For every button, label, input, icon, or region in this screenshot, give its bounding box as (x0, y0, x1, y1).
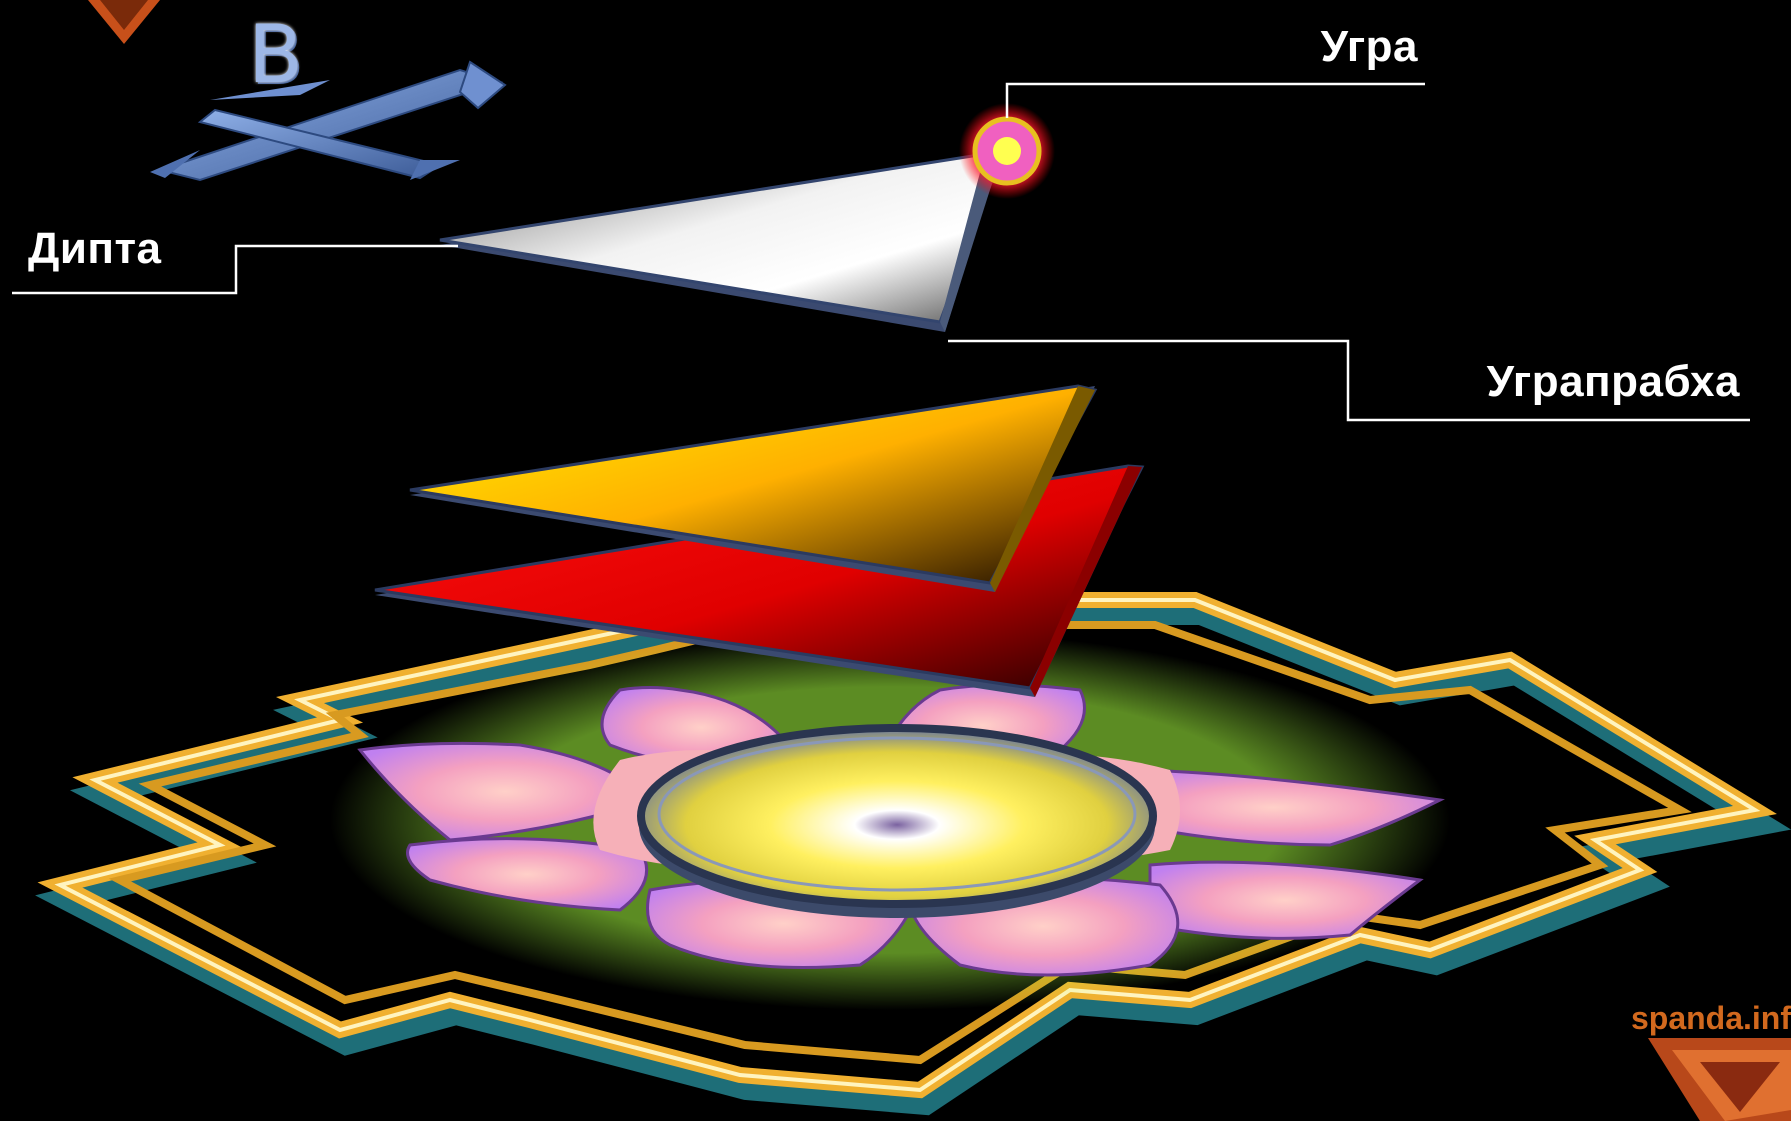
watermark-text: spanda.inf (1631, 1000, 1791, 1037)
label-ugra: Угра (1321, 22, 1418, 72)
white-triangle (440, 154, 1000, 332)
leader-line-ugra (1007, 84, 1425, 118)
corner-ornament-bottom (1648, 1038, 1791, 1121)
arrow-cross-icon (150, 62, 505, 180)
central-disc (639, 728, 1155, 918)
compass-letter: B (248, 8, 303, 101)
label-ugraprabha: Уграпрабха (1487, 357, 1740, 407)
label-dipta: Дипта (28, 224, 162, 274)
